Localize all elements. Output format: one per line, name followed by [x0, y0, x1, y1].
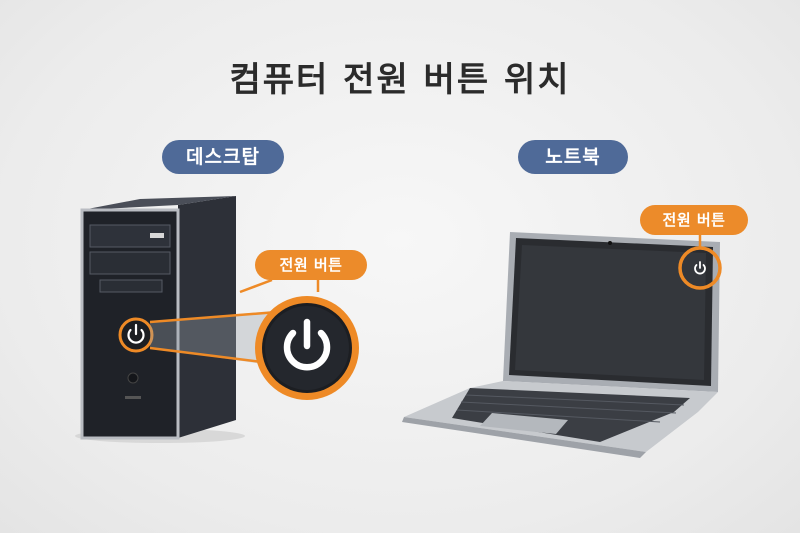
laptop: [402, 232, 722, 458]
desktop-power-callout: 전원 버튼: [255, 250, 367, 280]
zoomed-power-button: [255, 296, 359, 400]
power-icon: [283, 318, 331, 371]
laptop-label: 노트북: [518, 140, 628, 174]
desktop-tower: [75, 196, 245, 443]
power-icon: [694, 261, 706, 275]
laptop-power-callout: 전원 버튼: [640, 205, 748, 235]
desktop-label: 데스크탑: [162, 140, 284, 174]
page-title: 컴퓨터 전원 버튼 위치: [229, 60, 571, 100]
